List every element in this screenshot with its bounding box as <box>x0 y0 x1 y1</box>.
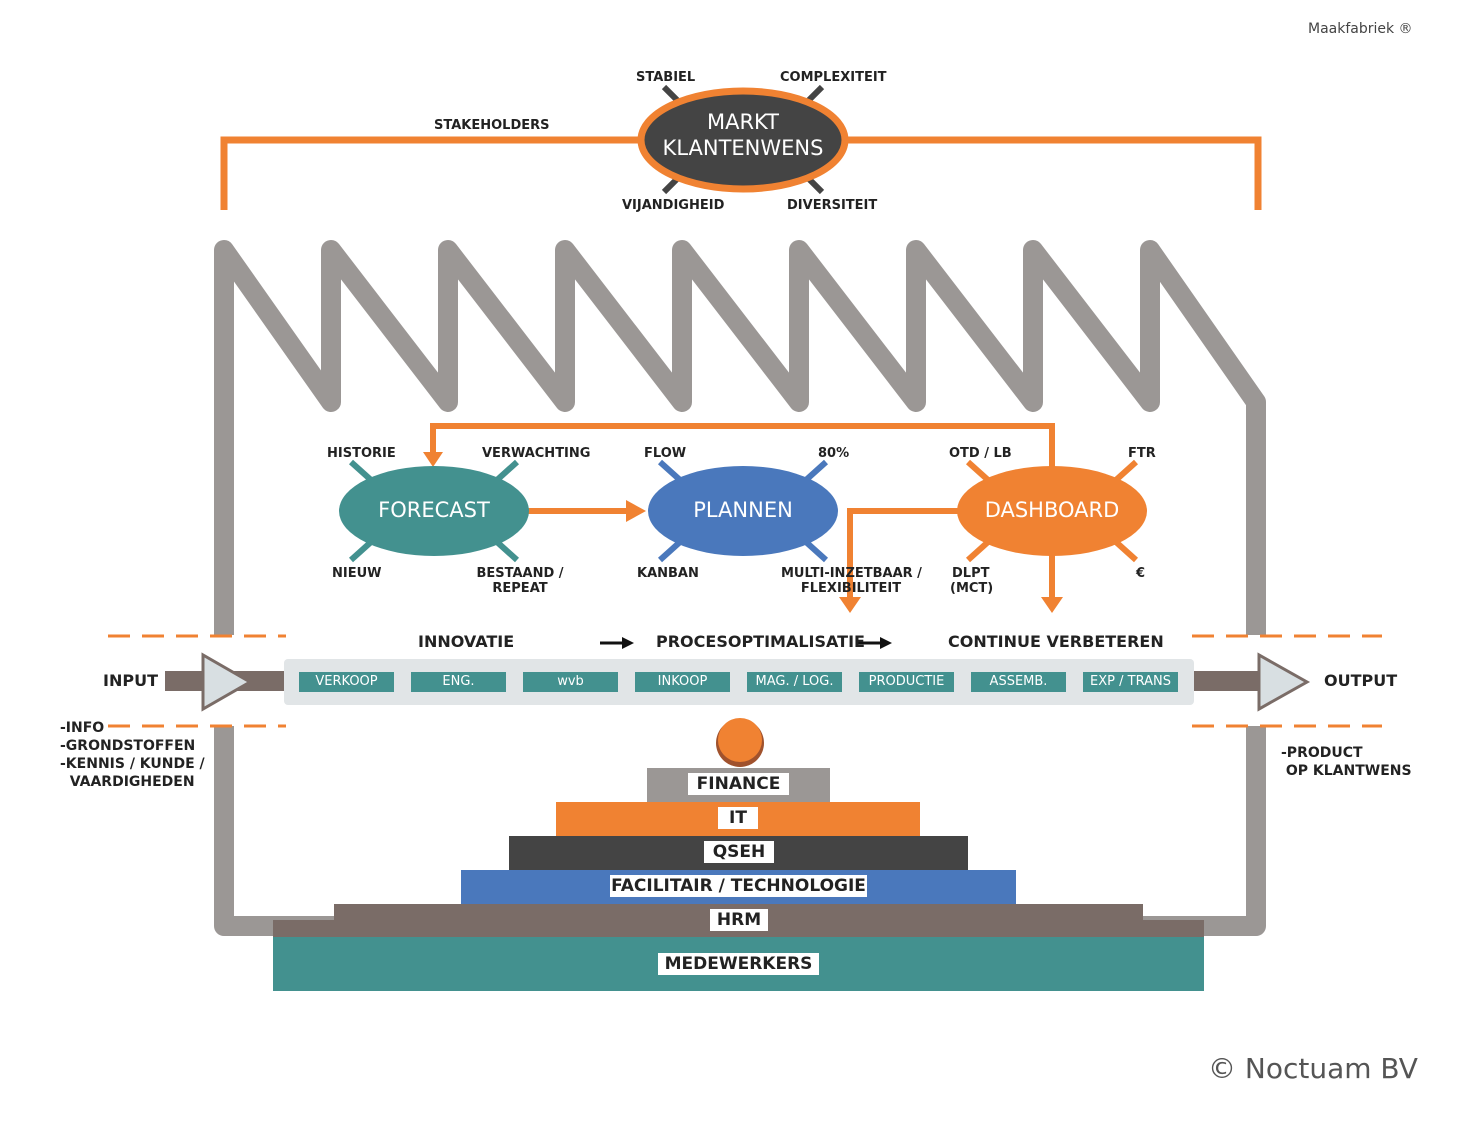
ray-vijandigheid: VIJANDIGHEID <box>622 198 725 213</box>
stakeholders-label: STAKEHOLDERS <box>434 118 550 133</box>
step-productie: PRODUCTIE <box>859 672 954 692</box>
forecast-rays <box>348 459 520 563</box>
brand-label: Maakfabriek ® <box>1308 21 1413 37</box>
ray-historie: HISTORIE <box>327 446 396 461</box>
step-verkoop: VERKOOP <box>299 672 394 692</box>
step-wvb: wvb <box>523 672 618 692</box>
forecast-title: FORECAST <box>378 498 490 522</box>
plannen-title: PLANNEN <box>693 498 793 522</box>
plannen-oval <box>648 466 838 556</box>
tier-label-facilitair: FACILITAIR / TECHNOLOGIE <box>610 875 867 897</box>
input-items: -INFO -GRONDSTOFFEN -KENNIS / KUNDE / VA… <box>60 720 205 790</box>
tier-label-finance: FINANCE <box>688 773 789 795</box>
ray-stabiel: STABIEL <box>636 70 696 85</box>
ray-otd-lb: OTD / LB <box>949 446 1012 461</box>
step-eng: ENG. <box>411 672 506 692</box>
dashboard-title: DASHBOARD <box>984 498 1120 522</box>
tier-label-hrm: HRM <box>710 909 768 931</box>
phase-innovatie: INNOVATIE <box>418 632 515 651</box>
ray-80: 80% <box>818 446 850 461</box>
step-inkoop: INKOOP <box>635 672 730 692</box>
ray-flexibiliteit: FLEXIBILITEIT <box>800 581 902 596</box>
copyright-label: © Noctuam BV <box>1208 1052 1418 1085</box>
ray-mct: (MCT) <box>950 581 994 596</box>
output-arrowhead <box>1257 652 1311 712</box>
output-bar <box>1194 671 1264 691</box>
stakeholders-line <box>220 136 1262 210</box>
band-dashes <box>108 634 1382 728</box>
input-title: INPUT <box>103 671 158 690</box>
step-exp-trans: EXP / TRANS <box>1083 672 1178 692</box>
ray-repeat: REPEAT <box>492 581 548 596</box>
ray-nieuw: NIEUW <box>332 566 382 581</box>
process-band <box>284 659 1194 705</box>
ray-kanban: KANBAN <box>637 566 699 581</box>
output-items: -PRODUCT OP KLANTWENS <box>1281 745 1412 779</box>
input-arrowhead <box>201 652 254 712</box>
ray-flow: FLOW <box>644 446 687 461</box>
market-title-2: KLANTENWENS <box>662 136 824 160</box>
ray-dlpt: DLPT <box>952 566 990 581</box>
tier-label-it: IT <box>718 807 758 829</box>
output-title: OUTPUT <box>1324 671 1398 690</box>
market-oval <box>637 87 849 193</box>
ray-verwachting: VERWACHTING <box>482 446 591 461</box>
step-assemb: ASSEMB. <box>971 672 1066 692</box>
market-title-1: MARKT <box>706 110 780 134</box>
ray-diversiteit: DIVERSITEIT <box>787 198 878 213</box>
ray-euro: € <box>1136 566 1146 581</box>
dashboard-oval <box>957 466 1147 556</box>
forecast-oval <box>339 466 529 556</box>
phase-procesoptimalisatie: PROCESOPTIMALISATIE <box>656 632 865 651</box>
feedback-arrow <box>430 423 1055 468</box>
ray-ftr: FTR <box>1128 446 1156 461</box>
ray-bestaand: BESTAAND / <box>476 566 564 581</box>
tier-label-medewerkers: MEDEWERKERS <box>658 953 819 975</box>
ray-multi-inzetbaar: MULTI-INZETBAAR / <box>781 566 922 581</box>
ray-complexiteit: COMPLEXITEIT <box>780 70 887 85</box>
tier-label-qseh: QSEH <box>704 841 774 863</box>
dashboard-rays <box>965 459 1139 563</box>
phase-continue-verbeteren: CONTINUE VERBETEREN <box>948 632 1164 651</box>
plannen-rays <box>657 459 829 563</box>
step-mag-log: MAG. / LOG. <box>747 672 842 692</box>
